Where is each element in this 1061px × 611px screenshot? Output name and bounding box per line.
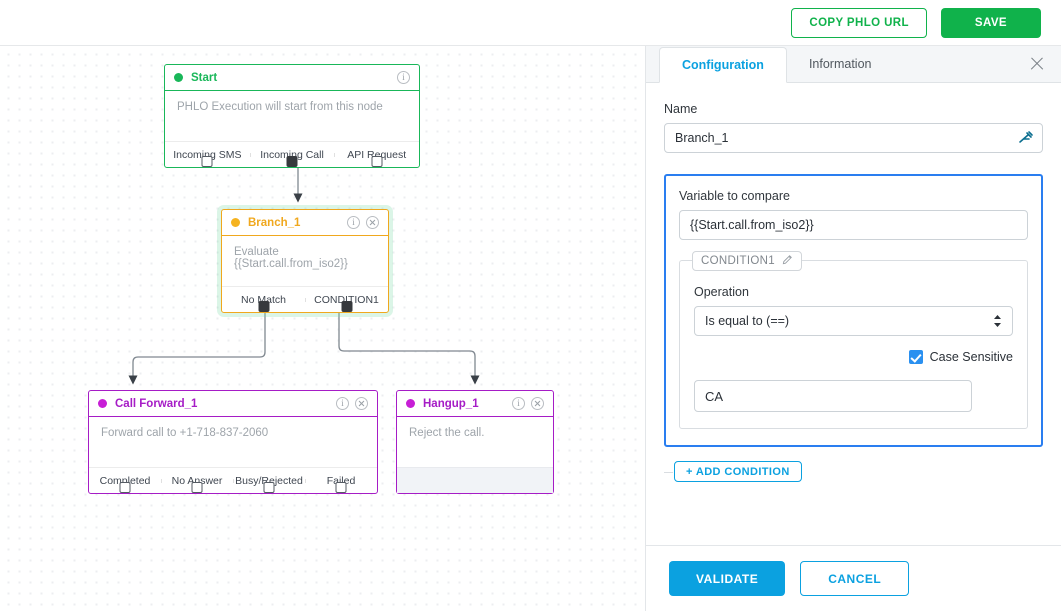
tab-configuration[interactable]: Configuration <box>659 47 787 83</box>
flow-canvas[interactable]: Start i PHLO Execution will start from t… <box>0 46 645 611</box>
node-header-icons: i <box>397 71 410 84</box>
node-description: PHLO Execution will start from this node <box>177 101 383 113</box>
node-ports: Incoming SMS Incoming Call API Request <box>165 141 419 167</box>
node-footer-empty <box>397 467 553 493</box>
info-icon[interactable]: i <box>347 216 360 229</box>
panel-tabs: Configuration Information <box>646 46 1061 83</box>
node-port-no-answer[interactable]: No Answer <box>161 474 233 493</box>
port-label: Completed <box>99 474 151 487</box>
node-header: Start i <box>165 65 419 91</box>
close-panel-icon[interactable] <box>1029 56 1045 72</box>
port-label: No Answer <box>171 474 223 487</box>
node-port-condition1[interactable]: CONDITION1 <box>305 293 388 312</box>
node-description: Forward call to +1-718-837-2060 <box>101 427 269 439</box>
node-port-no-match[interactable]: No Match <box>222 293 305 312</box>
status-dot-icon <box>406 399 415 408</box>
operation-selected-value: Is equal to (==) <box>705 314 790 328</box>
node-header-icons: i <box>347 216 379 229</box>
port-handle[interactable] <box>286 155 298 167</box>
configuration-panel: Configuration Information Name Branch_1 … <box>645 46 1061 611</box>
copy-phlo-url-button[interactable]: COPY PHLO URL <box>791 7 927 38</box>
close-icon[interactable] <box>366 216 379 229</box>
node-header: Hangup_1 i <box>397 391 553 417</box>
name-input[interactable]: Branch_1 <box>664 123 1043 153</box>
chevron-updown-icon <box>993 315 1002 328</box>
variable-compare-section: Variable to compare {{Start.call.from_is… <box>664 174 1043 447</box>
node-header-icons: i <box>336 397 368 410</box>
validate-button[interactable]: VALIDATE <box>669 561 786 596</box>
info-icon[interactable]: i <box>512 397 525 410</box>
port-label: Busy/Rejected <box>235 474 303 487</box>
node-title: Hangup_1 <box>423 397 479 410</box>
node-header: Branch_1 i <box>222 210 388 236</box>
case-sensitive-checkbox[interactable] <box>908 350 923 364</box>
cancel-button[interactable]: CANCEL <box>800 561 910 596</box>
condition-chip-label: CONDITION1 <box>701 255 775 267</box>
compare-value-input[interactable]: CA <box>694 380 972 412</box>
case-sensitive-row: Case Sensitive <box>694 350 1013 364</box>
port-label: API Request <box>347 148 407 161</box>
operation-select[interactable]: Is equal to (==) <box>694 306 1013 336</box>
info-icon[interactable]: i <box>397 71 410 84</box>
variable-label: Variable to compare <box>679 189 790 203</box>
pencil-icon[interactable] <box>782 254 793 268</box>
node-port-incoming-call[interactable]: Incoming Call <box>249 148 335 167</box>
port-handle[interactable] <box>258 300 269 312</box>
close-icon[interactable] <box>531 397 544 410</box>
flow-node-hangup[interactable]: Hangup_1 i Reject the call. <box>396 390 554 494</box>
top-toolbar: COPY PHLO URL SAVE <box>0 0 1061 46</box>
node-port-completed[interactable]: Completed <box>89 474 161 493</box>
status-dot-icon <box>98 399 107 408</box>
condition-legend: CONDITION1 <box>692 251 802 271</box>
node-port-incoming-sms[interactable]: Incoming SMS <box>165 148 250 167</box>
port-label: No Match <box>241 293 286 306</box>
port-handle[interactable] <box>263 481 275 493</box>
port-handle[interactable] <box>191 481 203 493</box>
panel-content: Name Branch_1 Variable to compare {{Star… <box>646 83 1061 545</box>
flow-node-branch[interactable]: Branch_1 i Evaluate {{Start.call.from_is… <box>221 209 389 313</box>
node-description: Evaluate {{Start.call.from_iso2}} <box>234 246 348 270</box>
variable-insert-icon[interactable] <box>1018 130 1034 146</box>
close-icon[interactable] <box>355 397 368 410</box>
port-handle[interactable] <box>119 481 131 493</box>
port-handle[interactable] <box>201 155 213 167</box>
port-label: Incoming Call <box>260 148 324 161</box>
node-title: Start <box>191 71 218 84</box>
node-ports: No Match CONDITION1 <box>222 286 388 312</box>
condition-chip[interactable]: CONDITION1 <box>692 251 802 271</box>
name-field-wrapper: Branch_1 <box>664 123 1043 153</box>
save-button[interactable]: SAVE <box>940 7 1041 38</box>
node-header: Call Forward_1 i <box>89 391 377 417</box>
operation-label: Operation <box>694 285 749 299</box>
node-port-api-request[interactable]: API Request <box>334 148 419 167</box>
tab-information[interactable]: Information <box>808 57 872 71</box>
flow-connectors <box>128 162 480 385</box>
port-handle[interactable] <box>341 300 352 312</box>
node-port-failed[interactable]: Failed <box>305 474 377 493</box>
node-ports: Completed No Answer Busy/Rejected Failed <box>89 467 377 493</box>
node-title: Call Forward_1 <box>115 397 198 410</box>
condition-group: CONDITION1 Operation Is equal to (==) <box>679 251 1028 429</box>
name-label: Name <box>664 102 698 116</box>
port-handle[interactable] <box>371 155 383 167</box>
case-sensitive-label: Case Sensitive <box>929 350 1013 364</box>
info-icon[interactable]: i <box>336 397 349 410</box>
port-label: CONDITION1 <box>314 293 379 306</box>
variable-input[interactable]: {{Start.call.from_iso2}} <box>679 210 1028 240</box>
port-label: Incoming SMS <box>173 148 242 161</box>
node-header-icons: i <box>512 397 544 410</box>
node-title: Branch_1 <box>248 216 301 229</box>
status-dot-icon <box>174 73 183 82</box>
port-handle[interactable] <box>335 481 347 493</box>
flow-node-start[interactable]: Start i PHLO Execution will start from t… <box>164 64 420 168</box>
node-description: Reject the call. <box>409 427 485 439</box>
status-dot-icon <box>231 218 240 227</box>
port-label: Failed <box>326 474 356 487</box>
panel-footer: VALIDATE CANCEL <box>646 545 1061 611</box>
add-condition-wrapper: + ADD CONDITION <box>664 461 1043 482</box>
node-port-busy-rejected[interactable]: Busy/Rejected <box>233 474 305 493</box>
add-condition-button[interactable]: + ADD CONDITION <box>674 461 802 482</box>
flow-node-call-forward[interactable]: Call Forward_1 i Forward call to +1-718-… <box>88 390 378 494</box>
